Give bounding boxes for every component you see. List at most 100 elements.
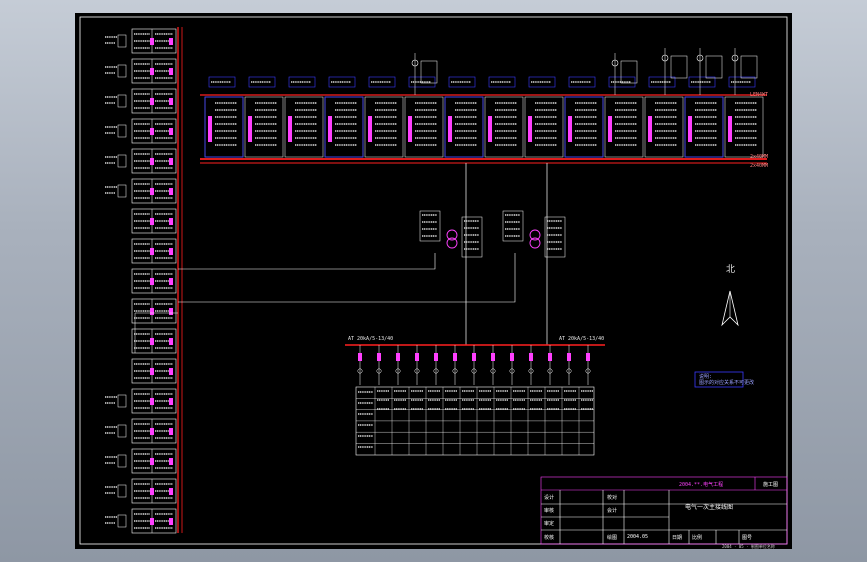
left-panel-cell	[131, 298, 177, 324]
left-panel-tag	[117, 424, 127, 438]
switchgear-cubicle	[364, 96, 404, 158]
switchgear-breaker	[328, 116, 332, 142]
title-block-footer: 2004 · 05 · 制图单位名称	[722, 544, 775, 549]
title-block-row-label-1: 设计	[544, 495, 555, 501]
feeder-breaker	[396, 353, 400, 361]
cubicle-label-box	[608, 76, 636, 88]
left-panel-cell	[131, 88, 177, 114]
left-panel-cell	[131, 388, 177, 414]
riser-box	[620, 60, 638, 84]
feeder-ct	[433, 368, 439, 374]
cubicle-label-box	[328, 76, 356, 88]
switchgear-highlight	[564, 96, 604, 158]
busbar-label-right-3: 2x40MM	[750, 163, 769, 169]
transformer-winding	[446, 229, 458, 241]
switchgear-highlight	[324, 96, 364, 158]
left-panel-breaker	[169, 248, 173, 255]
feeder-ct	[395, 368, 401, 374]
feeder-breaker	[472, 353, 476, 361]
cubicle-label-box	[488, 76, 516, 88]
left-panel-cell	[131, 358, 177, 384]
north-arrow-icon	[721, 290, 739, 327]
left-panel-breaker	[150, 248, 154, 255]
feeder-breaker	[415, 353, 419, 361]
switchgear-cubicle	[244, 96, 284, 158]
left-panel-tag	[117, 94, 127, 108]
feeder-breaker	[377, 353, 381, 361]
lower-bus-label-left: AT 20kA/5-13/40	[348, 336, 394, 342]
left-panel-breaker	[150, 38, 154, 45]
feeder-breaker	[510, 353, 514, 361]
busbar-label-right-2: 2x40MM	[750, 154, 769, 160]
feeder-line	[178, 253, 516, 303]
left-panel-breaker	[169, 98, 173, 105]
title-block-project: 2004.**.电气工程	[679, 482, 724, 488]
drawing-sheet[interactable]: 北 LEN4WT 2x40MM 2x40MM AT 20kA/5-13/40 A…	[75, 13, 792, 549]
left-panel-breaker	[169, 368, 173, 375]
feeder-breaker	[491, 353, 495, 361]
cubicle-label-box	[408, 76, 436, 88]
title-block-mid-label-1: 校对	[607, 495, 618, 501]
left-panel-breaker	[169, 218, 173, 225]
cubicle-label-box	[288, 76, 316, 88]
transformer-data-box	[419, 210, 441, 242]
left-panel-cell	[131, 148, 177, 174]
riser-box	[705, 55, 723, 79]
left-panel-breaker	[150, 158, 154, 165]
left-panel-breaker	[169, 488, 173, 495]
lower-bus-label-right: AT 20kA/5-13/40	[559, 336, 605, 342]
switchgear-breaker	[288, 116, 292, 142]
compass-label: 北	[726, 265, 736, 275]
cubicle-label-box	[648, 76, 676, 88]
note-label: 说明:	[699, 374, 713, 380]
cubicle-label-box	[208, 76, 236, 88]
switchgear-breaker	[368, 116, 372, 142]
riser-box	[670, 55, 688, 79]
switchgear-breaker	[568, 116, 572, 142]
feeder-ct	[490, 368, 496, 374]
title-block-date-value: 2004.05	[627, 534, 649, 540]
left-panel-breaker	[169, 68, 173, 75]
riser-box	[740, 55, 758, 79]
feeder-ct	[585, 368, 591, 374]
feeder-ct	[528, 368, 534, 374]
left-panel-tag	[117, 64, 127, 78]
cubicle-label-box	[528, 76, 556, 88]
cubicle-label-box	[568, 76, 596, 88]
left-panel-tag	[117, 34, 127, 48]
feeder-breaker	[434, 353, 438, 361]
switchgear-cubicle	[644, 96, 684, 158]
left-panel-breaker	[169, 278, 173, 285]
left-panel-tag	[117, 514, 127, 528]
note-box	[694, 371, 744, 388]
feeder-ct	[547, 368, 553, 374]
left-panel-breaker	[150, 188, 154, 195]
transformer-winding	[446, 237, 458, 249]
feeder-breaker	[453, 353, 457, 361]
feeder-breaker	[358, 353, 362, 361]
title-block-scale-label: 比例	[692, 535, 703, 541]
feeder-breaker	[548, 353, 552, 361]
left-panel-cell	[131, 208, 177, 234]
switchgear-breaker	[408, 116, 412, 142]
switchgear-breaker	[448, 116, 452, 142]
transformer-winding	[529, 229, 541, 241]
switchgear-breaker	[488, 116, 492, 142]
left-panel-breaker	[169, 188, 173, 195]
left-panel-tag	[117, 154, 127, 168]
left-panel-cell	[131, 328, 177, 354]
left-panel-cell	[131, 448, 177, 474]
switchgear-breaker	[688, 116, 692, 142]
left-panel-breaker	[169, 128, 173, 135]
left-panel-breaker	[169, 398, 173, 405]
left-panel-tag	[117, 124, 127, 138]
feeder-breaker	[567, 353, 571, 361]
switchgear-cubicle	[724, 96, 764, 158]
single-line-diagram	[79, 16, 788, 545]
left-panel-breaker	[150, 278, 154, 285]
left-panel-cell	[131, 178, 177, 204]
left-panel-breaker	[150, 398, 154, 405]
transformer-data-box	[461, 216, 483, 258]
title-block-row-label-2: 审核	[544, 508, 555, 514]
switchgear-cubicle	[284, 96, 324, 158]
